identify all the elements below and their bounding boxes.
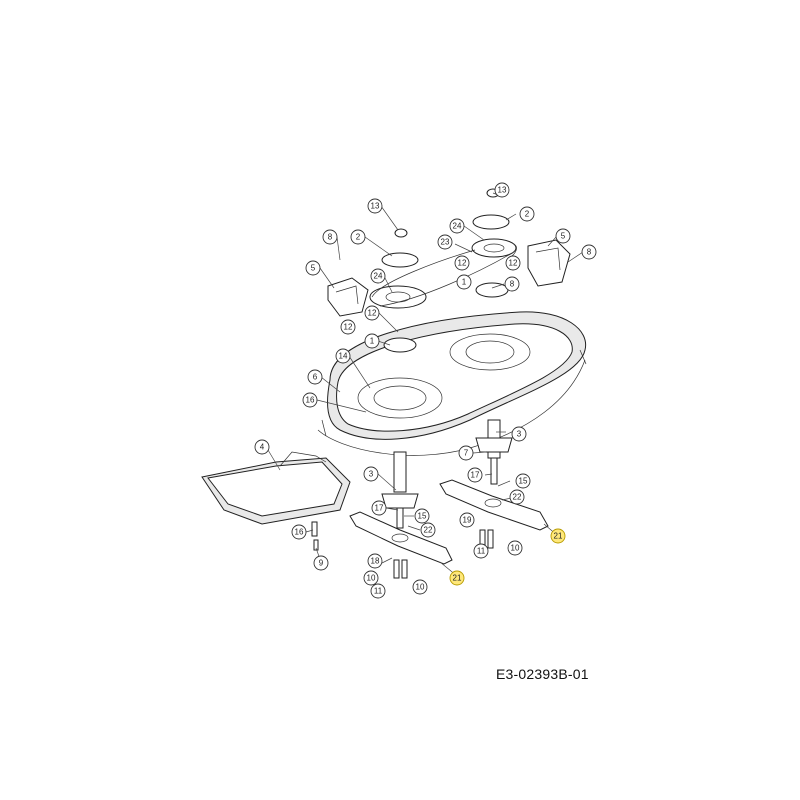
callout: 8 bbox=[504, 276, 520, 292]
mower-deck bbox=[317, 311, 587, 456]
callout: 1 bbox=[364, 333, 380, 349]
callout: 2 bbox=[519, 206, 535, 222]
callout: 12 bbox=[454, 255, 470, 271]
callout: 8 bbox=[322, 229, 338, 245]
svg-text:21: 21 bbox=[453, 574, 462, 583]
callout: 22 bbox=[509, 489, 525, 505]
svg-text:13: 13 bbox=[498, 186, 507, 195]
callout: 5 bbox=[305, 260, 321, 276]
svg-text:18: 18 bbox=[371, 557, 380, 566]
svg-text:24: 24 bbox=[374, 272, 383, 281]
callout: 7 bbox=[458, 445, 474, 461]
svg-text:13: 13 bbox=[371, 202, 380, 211]
callout: 15 bbox=[414, 508, 430, 524]
svg-text:12: 12 bbox=[344, 323, 353, 332]
svg-text:15: 15 bbox=[418, 512, 427, 521]
callout-highlighted: 21 bbox=[550, 528, 566, 544]
right-blade bbox=[439, 479, 549, 531]
callout: 5 bbox=[555, 228, 571, 244]
svg-text:19: 19 bbox=[463, 516, 472, 525]
svg-text:4: 4 bbox=[260, 443, 265, 452]
callout: 18 bbox=[367, 553, 383, 569]
callout: 10 bbox=[412, 579, 428, 595]
callout: 10 bbox=[507, 540, 523, 556]
callout: 12 bbox=[364, 305, 380, 321]
callout: 12 bbox=[340, 319, 356, 335]
left-pulley-stack bbox=[369, 228, 427, 353]
svg-text:12: 12 bbox=[368, 309, 377, 318]
svg-text:21: 21 bbox=[554, 532, 563, 541]
svg-text:22: 22 bbox=[424, 526, 433, 535]
callout: 14 bbox=[335, 348, 351, 364]
svg-text:17: 17 bbox=[375, 504, 384, 513]
svg-text:16: 16 bbox=[295, 528, 304, 537]
callout: 11 bbox=[370, 583, 386, 599]
svg-text:1: 1 bbox=[462, 278, 467, 287]
svg-text:15: 15 bbox=[519, 477, 528, 486]
svg-text:23: 23 bbox=[441, 238, 450, 247]
svg-text:10: 10 bbox=[416, 583, 425, 592]
left-spindle bbox=[381, 451, 419, 529]
callout: 10 bbox=[363, 570, 379, 586]
svg-text:16: 16 bbox=[306, 396, 315, 405]
callout: 12 bbox=[505, 255, 521, 271]
svg-text:5: 5 bbox=[561, 232, 566, 241]
svg-text:12: 12 bbox=[509, 259, 518, 268]
svg-text:14: 14 bbox=[339, 352, 348, 361]
svg-text:10: 10 bbox=[511, 544, 520, 553]
callout: 22 bbox=[420, 522, 436, 538]
svg-text:2: 2 bbox=[525, 210, 530, 219]
callout: 15 bbox=[515, 473, 531, 489]
drawing-code: E3-02393B-01 bbox=[496, 666, 589, 682]
callout: 3 bbox=[363, 466, 379, 482]
callout: 17 bbox=[467, 467, 483, 483]
svg-text:10: 10 bbox=[367, 574, 376, 583]
svg-text:2: 2 bbox=[356, 233, 361, 242]
right-pulley-stack bbox=[471, 188, 517, 298]
svg-text:12: 12 bbox=[458, 259, 467, 268]
svg-text:9: 9 bbox=[319, 559, 324, 568]
svg-text:24: 24 bbox=[453, 222, 462, 231]
callout: 3 bbox=[511, 426, 527, 442]
callout: 11 bbox=[473, 543, 489, 559]
callout: 24 bbox=[449, 218, 465, 234]
left-blade bbox=[349, 511, 453, 565]
callout: 23 bbox=[437, 234, 453, 250]
right-idler-bracket bbox=[527, 239, 571, 287]
callout: 16 bbox=[302, 392, 318, 408]
callout: 24 bbox=[370, 268, 386, 284]
callout: 17 bbox=[371, 500, 387, 516]
svg-text:8: 8 bbox=[328, 233, 333, 242]
callout: 13 bbox=[494, 182, 510, 198]
svg-text:8: 8 bbox=[587, 248, 592, 257]
callout: 8 bbox=[581, 244, 597, 260]
svg-text:22: 22 bbox=[513, 493, 522, 502]
svg-text:17: 17 bbox=[471, 471, 480, 480]
svg-text:3: 3 bbox=[369, 470, 374, 479]
callout: 16 bbox=[291, 524, 307, 540]
callout: 6 bbox=[307, 369, 323, 385]
svg-text:7: 7 bbox=[464, 449, 469, 458]
callout: 13 bbox=[367, 198, 383, 214]
callout: 9 bbox=[313, 555, 329, 571]
svg-text:6: 6 bbox=[313, 373, 318, 382]
leader-lines bbox=[267, 192, 584, 577]
callout: 1 bbox=[456, 274, 472, 290]
svg-text:1: 1 bbox=[370, 337, 375, 346]
left-idler-bracket bbox=[327, 277, 369, 317]
right-spindle bbox=[475, 419, 513, 485]
callout-highlighted: 21 bbox=[449, 570, 465, 586]
callout: 4 bbox=[254, 439, 270, 455]
svg-text:5: 5 bbox=[311, 264, 316, 273]
svg-text:11: 11 bbox=[374, 587, 383, 596]
hardware bbox=[311, 521, 494, 579]
svg-text:3: 3 bbox=[517, 430, 522, 439]
callout: 2 bbox=[350, 229, 366, 245]
callout: 19 bbox=[459, 512, 475, 528]
discharge-chute bbox=[201, 451, 351, 525]
svg-text:11: 11 bbox=[477, 547, 486, 556]
svg-text:8: 8 bbox=[510, 280, 515, 289]
